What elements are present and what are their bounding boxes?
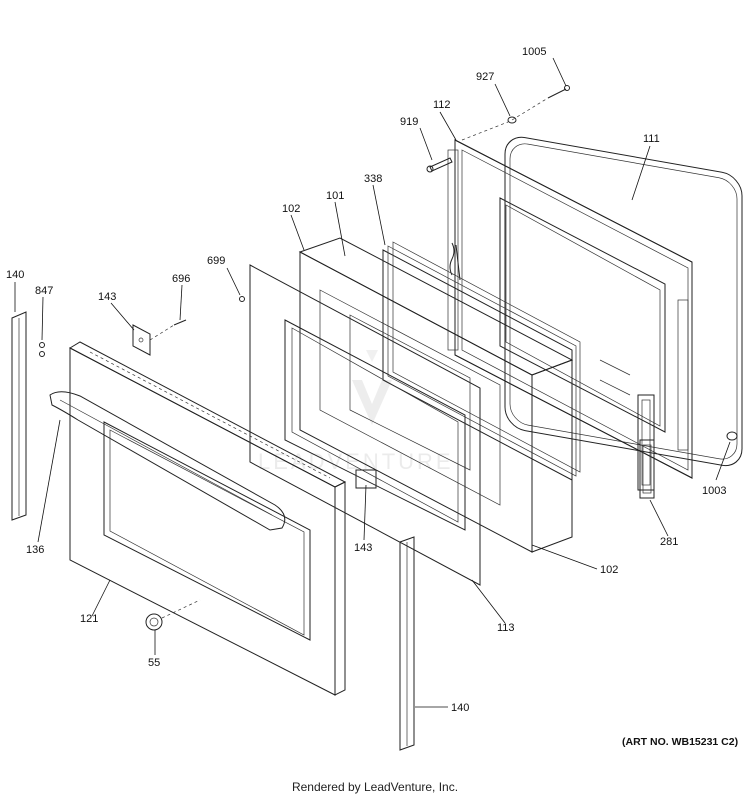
label-55: 55 — [148, 657, 160, 669]
label-919: 919 — [400, 116, 418, 128]
part-121-outer-door — [68, 341, 347, 696]
part-1003-screw — [726, 431, 738, 441]
label-140-left: 140 — [6, 269, 24, 281]
part-927-washer — [507, 116, 517, 124]
label-1005: 1005 — [522, 46, 546, 58]
label-1003: 1003 — [702, 485, 726, 497]
label-136: 136 — [26, 544, 44, 556]
label-143-mid: 143 — [354, 542, 372, 554]
part-136-handle — [49, 391, 286, 531]
part-338-glass — [382, 241, 581, 481]
leader-lines — [14, 57, 731, 708]
part-102-panel — [249, 264, 481, 586]
label-102-bottom: 102 — [600, 564, 618, 576]
label-112: 112 — [433, 99, 451, 111]
label-140-bottom: 140 — [451, 702, 469, 714]
label-696: 696 — [172, 273, 190, 285]
label-121: 121 — [80, 613, 98, 625]
footer-credit: Rendered by LeadVenture, Inc. — [291, 780, 459, 794]
part-143-bracket-left — [132, 324, 151, 356]
part-281-hinge — [639, 439, 655, 499]
label-338: 338 — [364, 173, 382, 185]
part-696-screw — [173, 319, 187, 326]
label-143-left: 143 — [98, 291, 116, 303]
part-101-insulation — [298, 237, 574, 553]
part-55-emblem — [145, 613, 163, 631]
label-111: 111 — [643, 133, 660, 145]
callout-labels: 1005 927 112 919 338 111 102 101 699 140… — [6, 46, 726, 714]
part-140-trim-left — [11, 311, 27, 521]
label-847: 847 — [35, 285, 53, 297]
label-113: 113 — [497, 622, 515, 634]
art-number: (ART NO. WB15231 C2) — [622, 736, 739, 748]
label-699: 699 — [207, 255, 225, 267]
label-101: 101 — [326, 190, 344, 202]
part-919-pin — [426, 157, 453, 173]
part-847-screws — [39, 342, 45, 357]
label-102-top: 102 — [282, 203, 300, 215]
part-112-inner-door — [447, 139, 693, 491]
part-1005-screw — [547, 85, 570, 99]
label-281: 281 — [660, 536, 678, 548]
part-140-trim-bottom — [399, 536, 415, 751]
label-927: 927 — [476, 71, 494, 83]
part-699-screw — [239, 296, 245, 302]
